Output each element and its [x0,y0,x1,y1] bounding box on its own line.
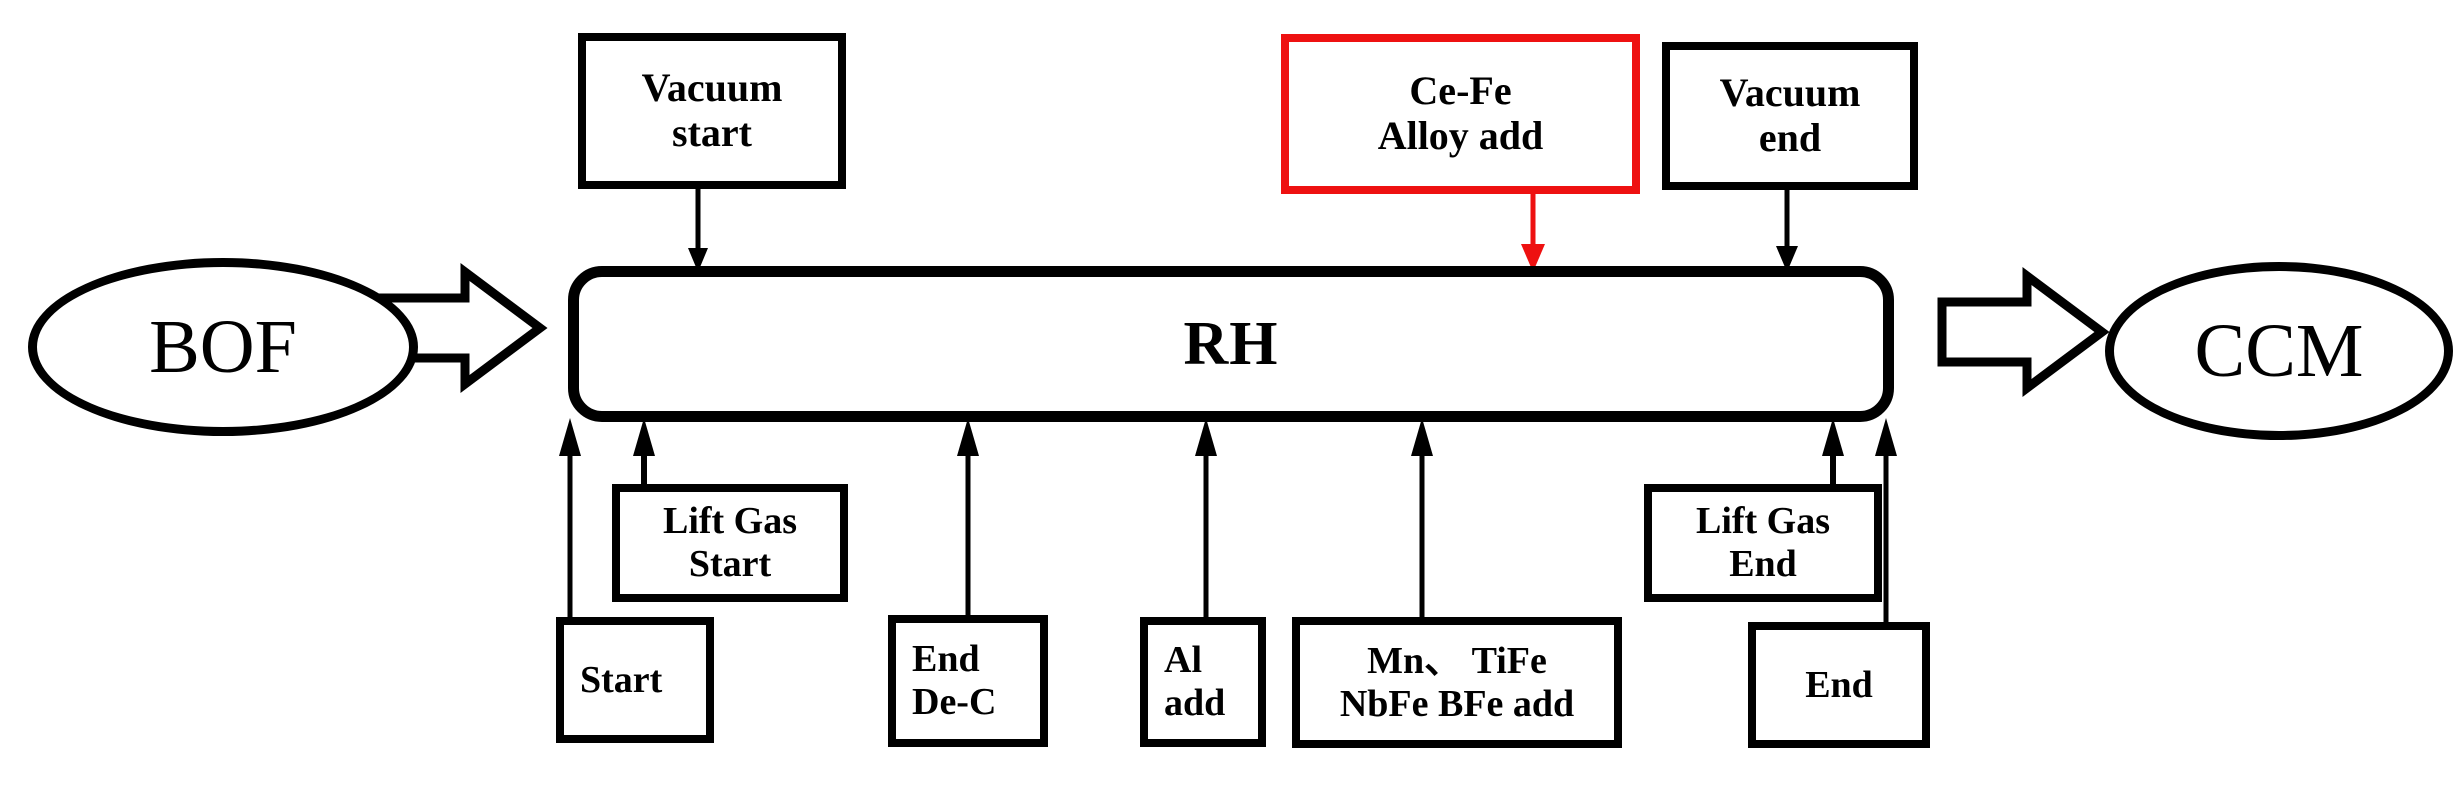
process-node-rh[interactable]: RH [568,266,1894,422]
bottom-arrow-end [1875,418,1897,624]
event-box-al-add-line-1: Al [1164,639,1202,682]
event-box-ce-fe-alloy-add-line-1: Ce-Fe [1409,68,1512,114]
event-box-start[interactable]: Start [556,617,714,743]
event-box-vacuum-end-line-2: end [1758,115,1822,160]
bottom-arrow-mn-tife-nbfe-bfe-add [1411,418,1433,620]
event-box-vacuum-end[interactable]: Vacuum end [1662,42,1918,190]
event-box-mn-tife-nbfe-bfe-add[interactable]: Mn、 TiFe NbFe BFe add [1292,617,1622,748]
terminal-bof[interactable]: BOF [28,258,418,436]
bottom-arrow-al-add [1195,418,1217,618]
event-box-al-add-line-2: add [1164,682,1226,724]
bottom-arrow-start [559,418,581,620]
event-box-lift-gas-end-line-2: End [1729,543,1797,585]
event-box-vacuum-start[interactable]: Vacuum start [578,33,846,189]
event-box-end-de-c[interactable]: End De-C [888,615,1048,747]
event-box-vacuum-start-line-1: Vacuum [641,65,783,111]
event-box-mn-tife-nbfe-bfe-add-line-2: NbFe BFe add [1339,682,1575,725]
event-box-end-de-c-line-2: De-C [912,681,997,723]
event-box-vacuum-end-line-1: Vacuum [1719,70,1861,116]
bottom-arrow-lift-gas-end [1822,418,1844,487]
terminal-ccm[interactable]: CCM [2105,262,2453,440]
event-box-ce-fe-alloy-add-line-2: Alloy add [1377,113,1544,158]
process-node-rh-label: RH [1183,309,1279,378]
event-box-ce-fe-alloy-add[interactable]: Ce-Fe Alloy add [1281,34,1640,194]
bottom-arrow-end-de-c [957,418,979,618]
event-box-lift-gas-end-line-1: Lift Gas [1695,500,1831,543]
event-box-vacuum-start-line-2: start [672,110,752,155]
terminal-ccm-label: CCM [2194,308,2364,393]
event-box-lift-gas-start-line-1: Lift Gas [662,500,798,543]
event-box-start-line-1: Start [580,658,663,701]
top-arrow-vacuum-end [1776,190,1798,272]
event-box-end-de-c-line-1: End [912,638,980,681]
top-arrow-ce-fe-alloy-add [1521,192,1545,272]
bottom-arrow-lift-gas-start [633,418,655,487]
event-box-end[interactable]: End [1748,622,1930,748]
event-box-mn-tife-nbfe-bfe-add-line-1: Mn、 TiFe [1367,639,1547,682]
top-arrow-vacuum-start [688,188,708,272]
event-box-lift-gas-end[interactable]: Lift Gas End [1644,484,1882,602]
event-box-lift-gas-start[interactable]: Lift Gas Start [612,484,848,602]
event-box-lift-gas-start-line-2: Start [688,543,772,585]
terminal-bof-label: BOF [149,304,297,389]
event-box-end-line-1: End [1805,663,1873,706]
flow-arrow-rh-to-ccm [1937,267,2110,397]
event-box-al-add[interactable]: Al add [1140,617,1266,747]
